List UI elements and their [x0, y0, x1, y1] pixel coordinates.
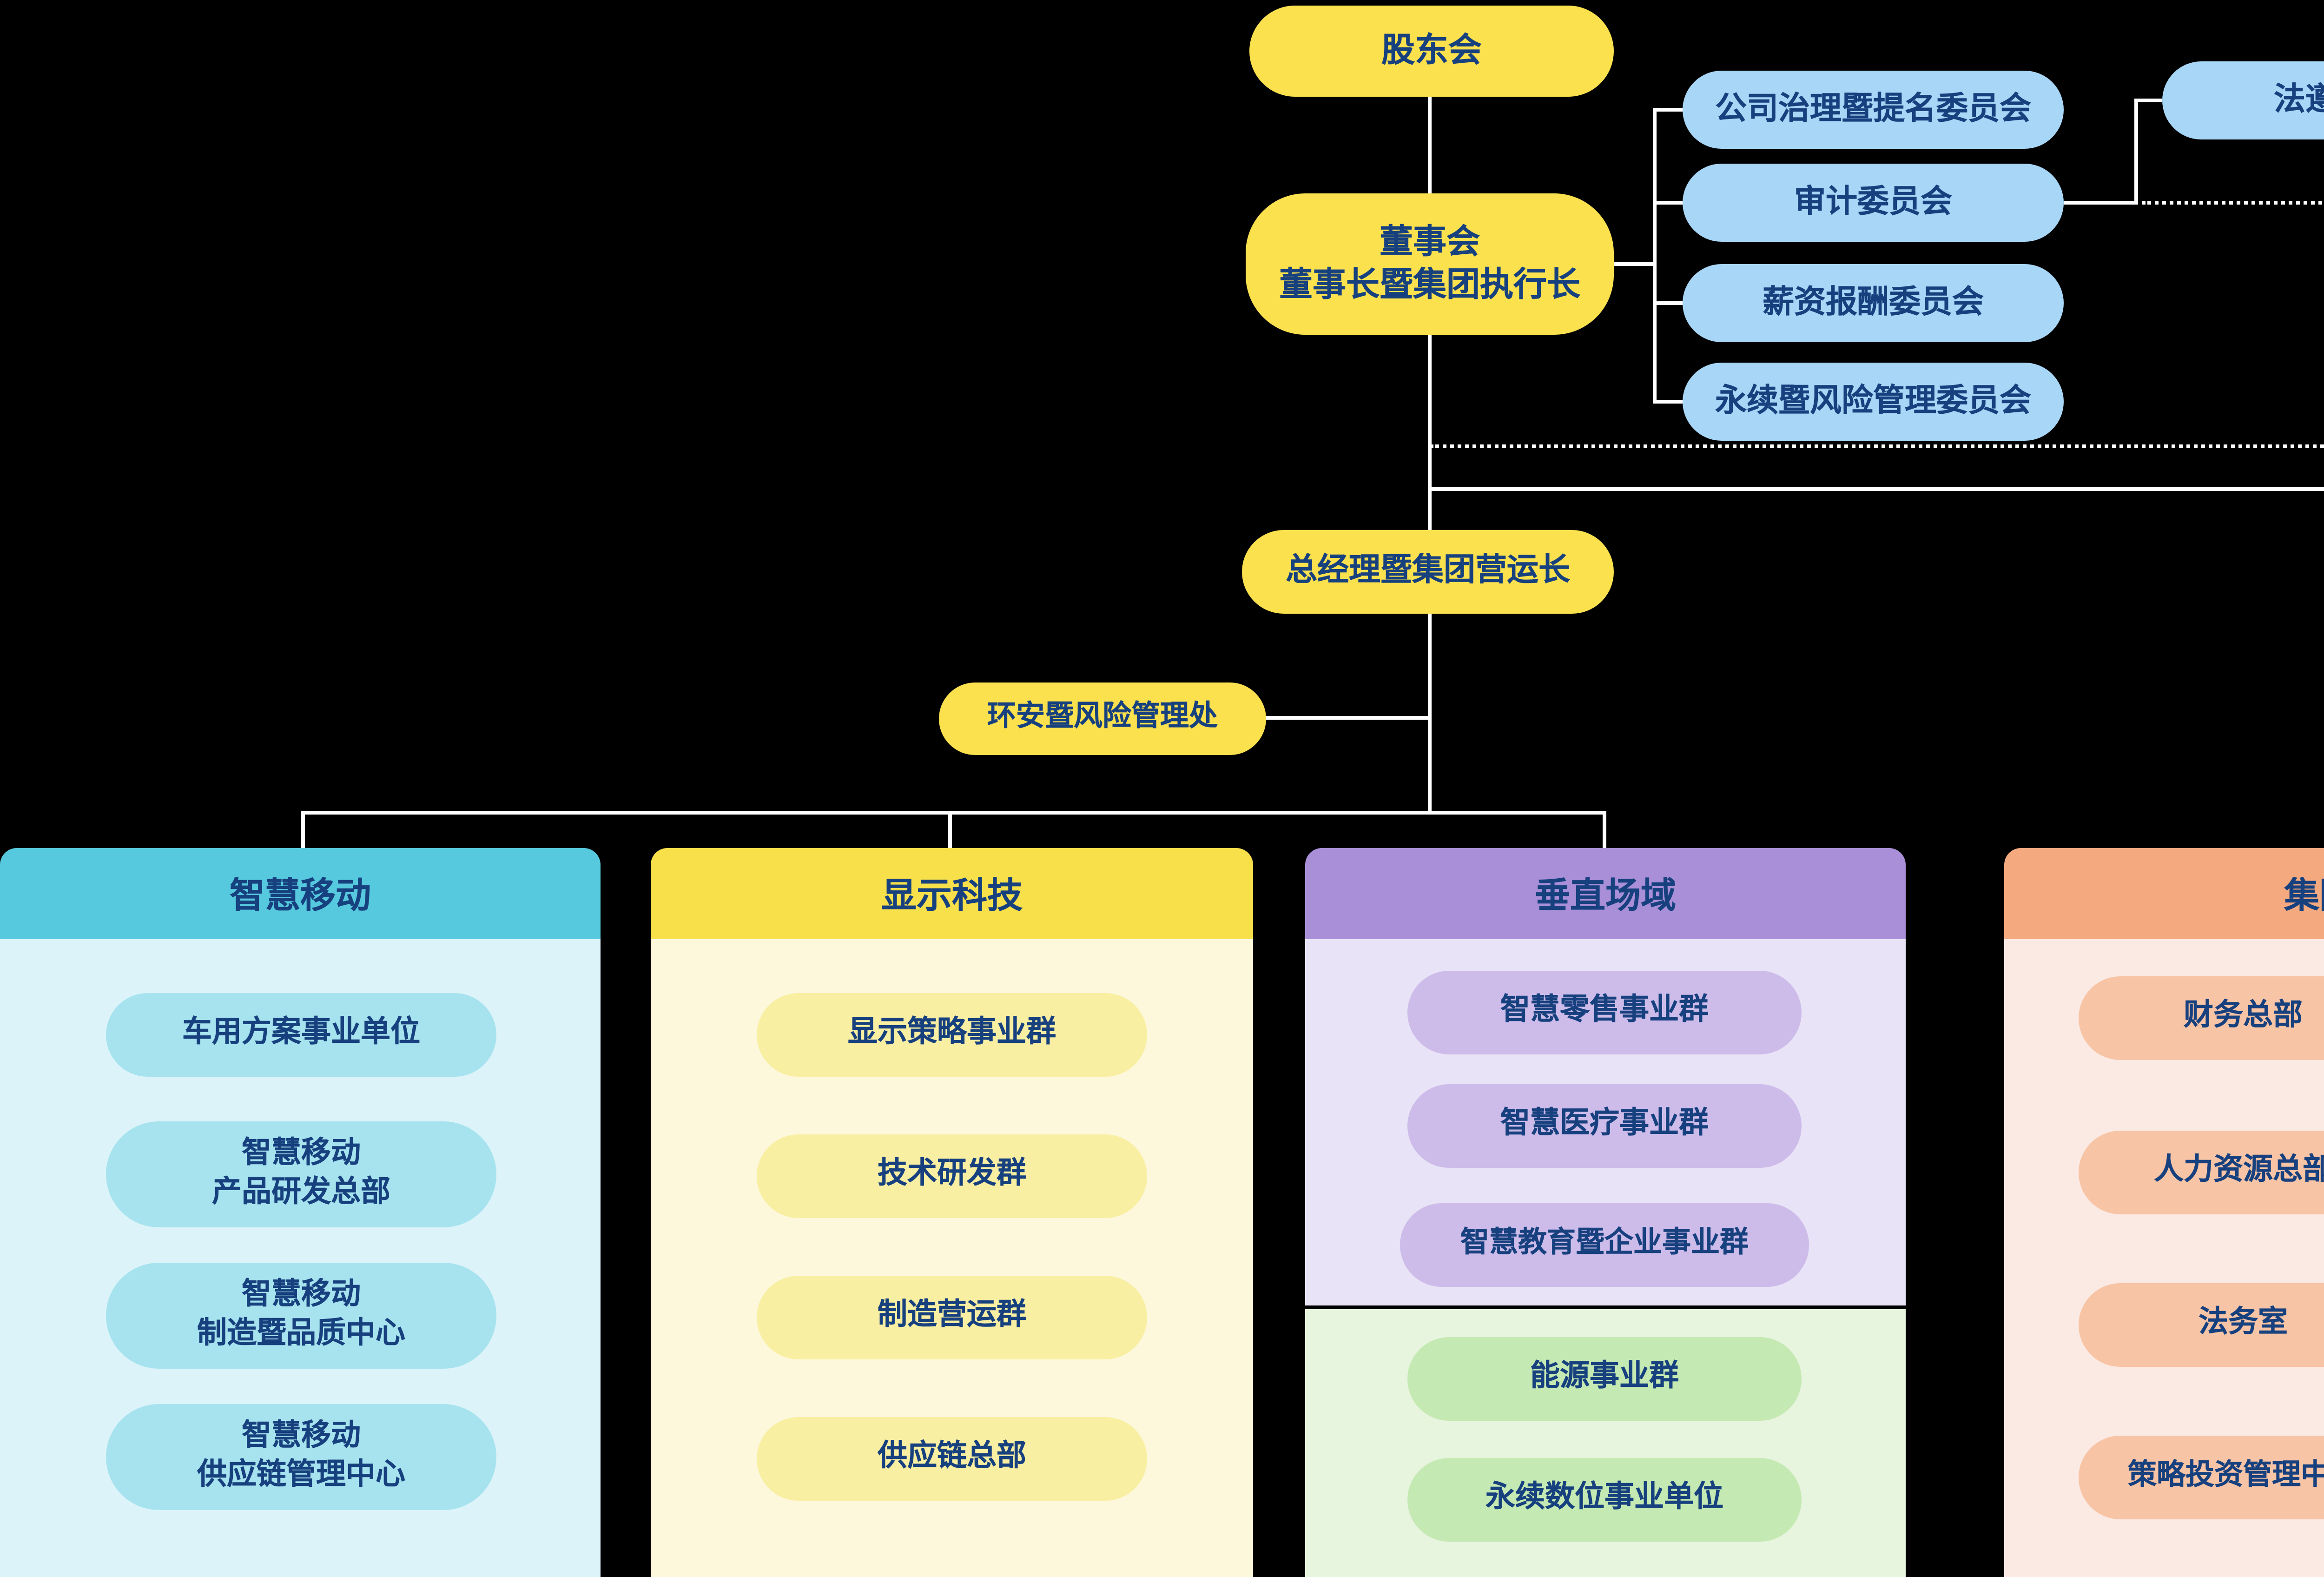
unit-label: 策略投资管理中心 — [2127, 1460, 2324, 1492]
node-president-coo-label: 总经理暨集团营运长 — [1286, 553, 1570, 589]
committee-audit-label: 审计委员会 — [1794, 184, 1952, 219]
connector-committee-stub-2 — [1653, 201, 1683, 204]
unit-label: 智慧移动 制造暨品质中心 — [197, 1279, 405, 1349]
node-ehs-risk-office-label: 环安暨风险管理处 — [987, 702, 1218, 734]
connector-audit-compliance-h2 — [2134, 99, 2162, 101]
connector-ehs-stub — [1266, 716, 1430, 719]
node-board: 董事会 董事长暨集团执行长 — [1246, 193, 1614, 335]
division-display-tech-title: 显示科技 — [881, 878, 1023, 917]
division-support-units-header: 集团营运支援单位 — [2004, 848, 2324, 939]
unit-finance-hq: 财务总部 — [2079, 976, 2324, 1060]
committee-sustainability-risk: 永续暨风险管理委员会 — [1683, 363, 2064, 441]
unit-smart-medical: 智慧医疗事业群 — [1407, 1084, 1802, 1168]
connector-drop-display — [948, 811, 951, 848]
unit-label: 智慧零售事业群 — [1500, 995, 1709, 1027]
unit-mobility-supply-chain: 智慧移动 供应链管理中心 — [106, 1404, 496, 1510]
connector-president-rail — [1428, 614, 1431, 815]
unit-label: 能源事业群 — [1530, 1361, 1679, 1393]
committee-governance: 公司治理暨提名委员会 — [1683, 71, 2064, 149]
node-chief-compliance-label: 法遵总顾问 — [2274, 81, 2324, 117]
unit-strategic-investment: 策略投资管理中心 — [2079, 1436, 2324, 1519]
node-president-coo: 总经理暨集团营运长 — [1242, 530, 1614, 614]
unit-supply-chain-hq: 供应链总部 — [757, 1417, 1147, 1501]
unit-mobility-rnd-hq: 智慧移动 产品研发总部 — [106, 1121, 496, 1227]
unit-label: 供应链总部 — [877, 1441, 1026, 1473]
unit-display-strategy: 显示策略事业群 — [757, 993, 1147, 1077]
unit-mobility-mfg-quality: 智慧移动 制造暨品质中心 — [106, 1263, 496, 1369]
connector-committee-stub-4 — [1653, 400, 1683, 403]
division-support-units-title: 集团营运支援单位 — [2284, 878, 2324, 917]
division-display-tech-header: 显示科技 — [651, 848, 1253, 939]
connector-support-branch-h — [1428, 487, 2324, 490]
connector-committee-stub-1 — [1653, 108, 1683, 111]
division-vertical-domains-header: 垂直场域 — [1305, 848, 1906, 939]
unit-label: 制造营运群 — [877, 1300, 1026, 1332]
connector-audit-compliance-h1 — [2064, 201, 2138, 204]
connector-board-committees — [1612, 262, 1657, 265]
connector-board-president — [1428, 335, 1431, 530]
unit-label: 法务室 — [2198, 1307, 2288, 1339]
unit-label: 财务总部 — [2183, 1001, 2303, 1033]
unit-label: 智慧医疗事业群 — [1500, 1108, 1709, 1140]
connector-drop-vertical — [1603, 811, 1605, 848]
committee-compensation-label: 薪资报酬委员会 — [1763, 284, 1984, 320]
unit-label: 人力资源总部 — [2153, 1155, 2324, 1187]
connector-audit-compliance-v — [2134, 99, 2137, 205]
unit-label: 智慧移动 产品研发总部 — [211, 1137, 390, 1208]
unit-automotive-solutions: 车用方案事业单位 — [106, 993, 496, 1077]
unit-legal-office: 法务室 — [2079, 1283, 2324, 1367]
unit-label: 永续数位事业单位 — [1485, 1482, 1723, 1514]
unit-mfg-operations-group: 制造营运群 — [757, 1276, 1147, 1359]
unit-energy-group: 能源事业群 — [1407, 1337, 1802, 1421]
division-vertical-domains-title: 垂直场域 — [1534, 878, 1676, 917]
connector-divisions-rail — [301, 811, 1606, 814]
unit-smart-education-enterprise: 智慧教育暨企业事业群 — [1400, 1203, 1809, 1287]
unit-hr-hq: 人力资源总部 — [2079, 1131, 2324, 1214]
unit-label: 智慧教育暨企业事业群 — [1460, 1228, 1749, 1260]
node-ehs-risk-office: 环安暨风险管理处 — [939, 682, 1266, 755]
unit-tech-rnd-group: 技术研发群 — [757, 1134, 1147, 1218]
committee-audit: 审计委员会 — [1683, 164, 2064, 242]
connector-committees-rail — [1653, 108, 1656, 404]
node-shareholders-label: 股东会 — [1381, 31, 1482, 69]
dotted-audit-right — [2142, 201, 2324, 205]
committee-compensation: 薪资报酬委员会 — [1683, 264, 2064, 342]
division-smart-mobility-title: 智慧移动 — [229, 878, 371, 917]
connector-committee-stub-3 — [1653, 301, 1683, 304]
node-board-label: 董事会 董事长暨集团执行长 — [1279, 222, 1580, 303]
unit-sustainable-digital: 永续数位事业单位 — [1407, 1458, 1802, 1542]
committee-sustainability-risk-label: 永续暨风险管理委员会 — [1715, 383, 2031, 418]
unit-label: 智慧移动 供应链管理中心 — [197, 1420, 405, 1491]
unit-label: 车用方案事业单位 — [182, 1017, 420, 1049]
connector-drop-mobility — [301, 811, 304, 848]
connector-shareholders-board — [1428, 97, 1431, 193]
node-shareholders: 股东会 — [1249, 6, 1614, 97]
division-smart-mobility-header: 智慧移动 — [0, 848, 601, 939]
committee-governance-label: 公司治理暨提名委员会 — [1715, 91, 2031, 126]
unit-smart-retail: 智慧零售事业群 — [1407, 971, 1802, 1054]
dotted-compliance-across — [1430, 444, 2324, 448]
node-chief-compliance: 法遵总顾问 — [2162, 61, 2324, 139]
unit-label: 显示策略事业群 — [847, 1017, 1056, 1049]
unit-label: 技术研发群 — [877, 1159, 1026, 1191]
